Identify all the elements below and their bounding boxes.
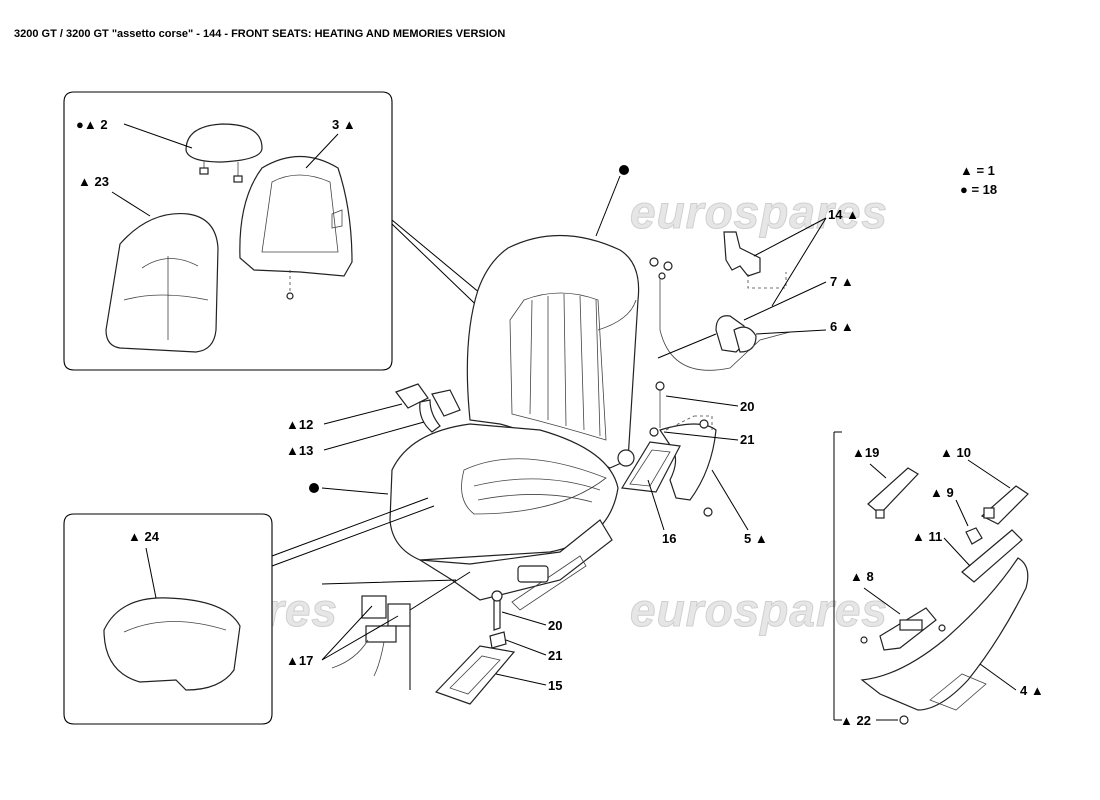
callout-16: 16 [662,531,676,546]
callout-20-upper: 20 [740,399,754,414]
legend-triangle: ▲ = 1 [960,163,995,178]
callout-13: ▲13 [286,443,313,458]
callout-24: ▲ 24 [128,529,160,544]
callout-4: 4 ▲ [1020,683,1044,698]
callout-19: ▲19 [852,445,879,460]
callout-20-lower: 20 [548,618,562,633]
headrest-part [185,123,263,183]
diagram-title: 3200 GT / 3200 GT "assetto corse" - 144 … [14,28,506,40]
rail-cover-parts [434,590,516,705]
backrest-frame-part [239,155,353,300]
callout-8: ▲ 8 [850,569,874,584]
marker-dot [309,483,319,493]
seat-backrest [466,234,640,469]
seat-cushion [389,423,619,611]
callout-17: ▲17 [286,653,313,668]
callout-21-upper: 21 [740,432,754,447]
relay-parts [331,595,411,677]
callout-14: 14 ▲ [828,207,859,222]
side-trim-part [617,381,717,517]
callout-3: 3 ▲ [332,117,356,132]
callout-7: 7 ▲ [830,274,854,289]
callout-2: ●▲ 2 [76,117,108,132]
callout-6: 6 ▲ [830,319,854,334]
cushion-cover-part [103,597,241,691]
callout-22: ▲ 22 [840,713,871,728]
callout-9: ▲ 9 [930,485,954,500]
callout-15: 15 [548,678,562,693]
watermark: eurospares [630,584,888,636]
callout-5: 5 ▲ [744,531,768,546]
backrest-foam-part [105,212,219,353]
side-panel-parts [860,467,1029,725]
marker-dot [619,165,629,175]
buckle-part [395,383,461,433]
callout-11: ▲ 11 [912,529,942,544]
legend-dot: ● = 18 [960,182,997,197]
bracket-part [649,231,787,289]
callout-23: ▲ 23 [78,174,109,189]
callout-10: ▲ 10 [940,445,971,460]
callout-12: ▲12 [286,417,313,432]
group-bracket [833,431,842,721]
callout-21-lower: 21 [548,648,562,663]
switch-part [657,278,791,371]
zoom-line [271,497,435,567]
watermark: eurospares [630,186,888,238]
